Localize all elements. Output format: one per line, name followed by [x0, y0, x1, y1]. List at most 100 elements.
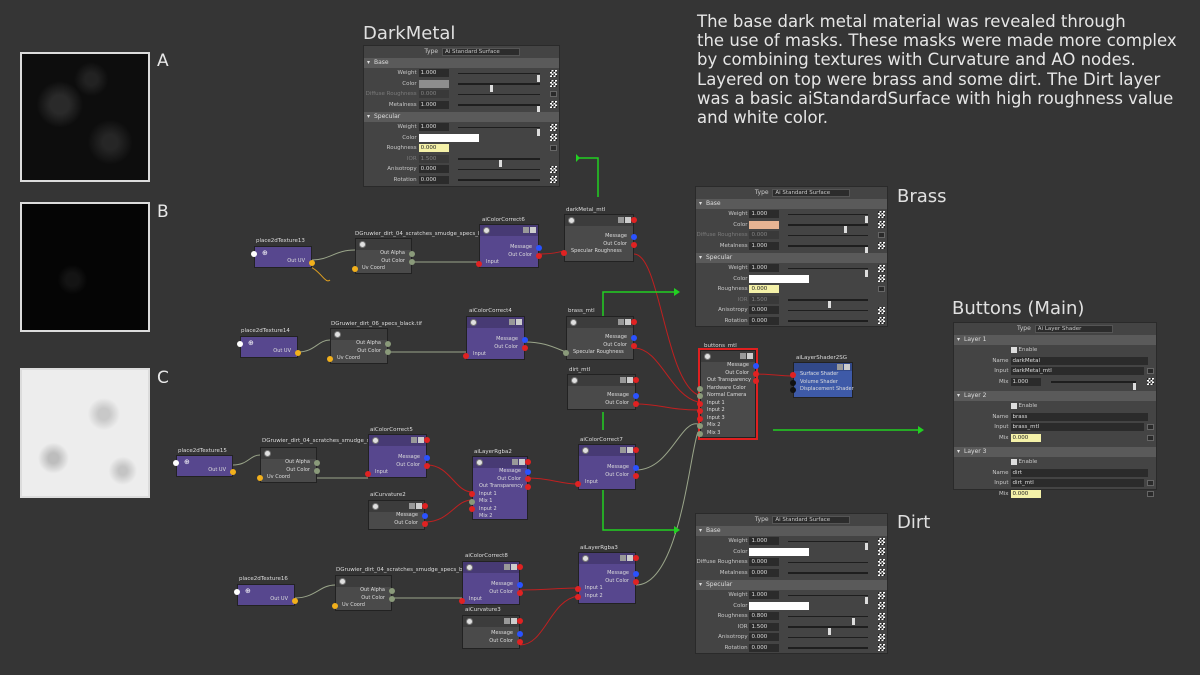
- type-dropdown[interactable]: Ai Standard Surface: [442, 48, 520, 56]
- file-texture-node-4[interactable]: Out Alpha Out Color Uv Coord: [332, 575, 395, 611]
- color-correct-8-node[interactable]: Message Out Color Input: [459, 561, 523, 605]
- map-button-icon[interactable]: [878, 569, 885, 576]
- connection-wire: [232, 454, 261, 466]
- map-button-icon[interactable]: [550, 91, 557, 97]
- sphere-icon: [466, 618, 473, 625]
- diffuse-roughness-field[interactable]: 0.000: [418, 90, 449, 98]
- enable-checkbox[interactable]: [1010, 402, 1017, 409]
- layer-name-field[interactable]: darkMetal: [1010, 356, 1148, 365]
- node-title: place2dTexture14: [241, 328, 290, 334]
- base-section-header[interactable]: Base: [364, 58, 559, 68]
- place2d-texture-15-node[interactable]: ⊕ Out UV: [173, 455, 236, 477]
- mix-field[interactable]: 1.000: [1010, 377, 1041, 386]
- specular-section-header[interactable]: Specular: [364, 112, 559, 122]
- map-button-icon[interactable]: [878, 306, 885, 314]
- map-button-icon[interactable]: [878, 548, 885, 555]
- connected-map-icon[interactable]: [1147, 490, 1154, 497]
- message-port[interactable]: [536, 245, 542, 251]
- color-slider[interactable]: [457, 83, 540, 92]
- map-button-icon[interactable]: [550, 80, 557, 87]
- layer-2-section[interactable]: Layer 2: [954, 391, 1156, 401]
- buttons-mtl-node[interactable]: Message Out Color Out Transparency Hardw…: [697, 348, 759, 440]
- map-button-icon[interactable]: [550, 176, 557, 183]
- place2d-texture-14-node[interactable]: ⊕ Out UV: [237, 336, 301, 358]
- layer-input-field[interactable]: darkMetal_mtl: [1010, 367, 1144, 375]
- file-texture-node-2[interactable]: Out Alpha Out Color Uv Coord: [327, 328, 391, 364]
- color-correct-4-node[interactable]: Message Out Color Input: [463, 316, 528, 360]
- place2d-texture-16-node[interactable]: ⊕ Out UV: [234, 584, 298, 606]
- node-title: aiLayerShader2SG: [796, 355, 847, 361]
- out-uv-port[interactable]: [309, 260, 315, 266]
- map-button-icon[interactable]: [878, 264, 885, 272]
- input-port[interactable]: [251, 251, 257, 257]
- map-button-icon[interactable]: [878, 644, 885, 651]
- type-dropdown[interactable]: Ai Standard Surface: [772, 516, 851, 524]
- out-color-port[interactable]: [536, 253, 542, 259]
- map-button-icon[interactable]: [878, 242, 885, 249]
- swatch-icon: [523, 227, 529, 233]
- connected-map-icon[interactable]: [1147, 480, 1154, 486]
- connected-map-icon[interactable]: [1147, 434, 1154, 441]
- enable-checkbox[interactable]: [1010, 458, 1017, 465]
- map-button-icon[interactable]: [550, 123, 557, 131]
- base-section-header[interactable]: Base: [696, 199, 887, 209]
- metalness-field[interactable]: 1.000: [418, 100, 449, 109]
- map-button-icon[interactable]: [878, 612, 885, 620]
- color-correct-5-node[interactable]: Message Out Color Input: [365, 434, 430, 478]
- layer-rgba-2-node[interactable]: Message Out Color Out Transparency Input…: [469, 456, 531, 520]
- sphere-icon: [466, 564, 473, 571]
- map-button-icon[interactable]: [878, 537, 885, 545]
- dirt-mtl-node[interactable]: Message Out Color: [567, 374, 639, 410]
- roughness-field[interactable]: 0.000: [418, 144, 449, 152]
- map-button-icon[interactable]: [878, 602, 885, 609]
- color-correct-7-node[interactable]: Message Out Color Input: [575, 444, 639, 490]
- connected-map-icon[interactable]: [550, 145, 557, 151]
- map-button-icon[interactable]: [878, 558, 885, 566]
- map-button-icon[interactable]: [878, 275, 885, 282]
- map-button-icon[interactable]: [1147, 378, 1154, 385]
- map-button-icon[interactable]: [550, 134, 557, 141]
- shading-group-node[interactable]: Surface Shader Volume Shader Displacemen…: [790, 362, 854, 398]
- map-button-icon[interactable]: [878, 623, 885, 630]
- enable-checkbox[interactable]: [1010, 346, 1017, 353]
- brass-mtl-node[interactable]: Message Out Color Specular Roughness: [563, 316, 637, 360]
- map-button-icon[interactable]: [878, 317, 885, 324]
- dirt-color-swatch[interactable]: [749, 547, 810, 556]
- map-button-icon[interactable]: [550, 69, 557, 77]
- color-correct-6-node[interactable]: Message Out Color Input: [476, 224, 542, 268]
- specular-color-swatch[interactable]: [418, 133, 479, 142]
- connected-map-icon[interactable]: [1147, 368, 1154, 374]
- roughness-row: Roughness 0.000: [364, 143, 559, 154]
- brass-color-swatch[interactable]: [749, 220, 780, 229]
- sphere-icon: [372, 503, 379, 510]
- file-texture-node-1[interactable]: Out Alpha Out Color Uv Coord: [352, 238, 415, 274]
- type-dropdown[interactable]: Ai Standard Surface: [772, 189, 851, 197]
- curvature-3-node[interactable]: Message Out Color: [462, 615, 523, 649]
- connected-map-icon[interactable]: [1147, 424, 1154, 430]
- map-button-icon[interactable]: [878, 633, 885, 641]
- map-button-icon[interactable]: [550, 165, 557, 173]
- annotation-arrow: [602, 490, 676, 531]
- layer-rgba-3-node[interactable]: Message Out Color Input 1 Input 2: [575, 552, 639, 604]
- map-button-icon[interactable]: [550, 101, 557, 108]
- type-dropdown[interactable]: Ai Layer Shader: [1034, 325, 1113, 333]
- map-button-icon[interactable]: [878, 232, 885, 238]
- place2d-texture-13-node[interactable]: ⊕ Out UV: [251, 246, 315, 268]
- file-texture-node-3[interactable]: Out Alpha Out Color Uv Coord: [257, 447, 320, 483]
- texture-preview-b: [20, 202, 150, 332]
- metalness-row: Metalness 1.000: [364, 100, 559, 113]
- input-port[interactable]: [476, 261, 482, 267]
- map-button-icon[interactable]: [878, 591, 885, 599]
- color-swatch[interactable]: [418, 79, 449, 88]
- map-button-icon[interactable]: [878, 221, 885, 228]
- map-button-icon[interactable]: [878, 210, 885, 218]
- layer-3-section[interactable]: Layer 3: [954, 447, 1156, 457]
- weight-field[interactable]: 1.000: [418, 69, 449, 77]
- connection-wire: [424, 499, 473, 523]
- menu-icon: [530, 227, 536, 233]
- layer-1-section[interactable]: Layer 1: [954, 335, 1156, 345]
- darkmetal-mtl-node[interactable]: Message Out Color Specular Roughness: [561, 214, 637, 262]
- weight-slider[interactable]: [457, 72, 540, 82]
- curvature-2-node[interactable]: Message Out Color: [368, 500, 428, 530]
- connected-map-icon[interactable]: [878, 286, 885, 292]
